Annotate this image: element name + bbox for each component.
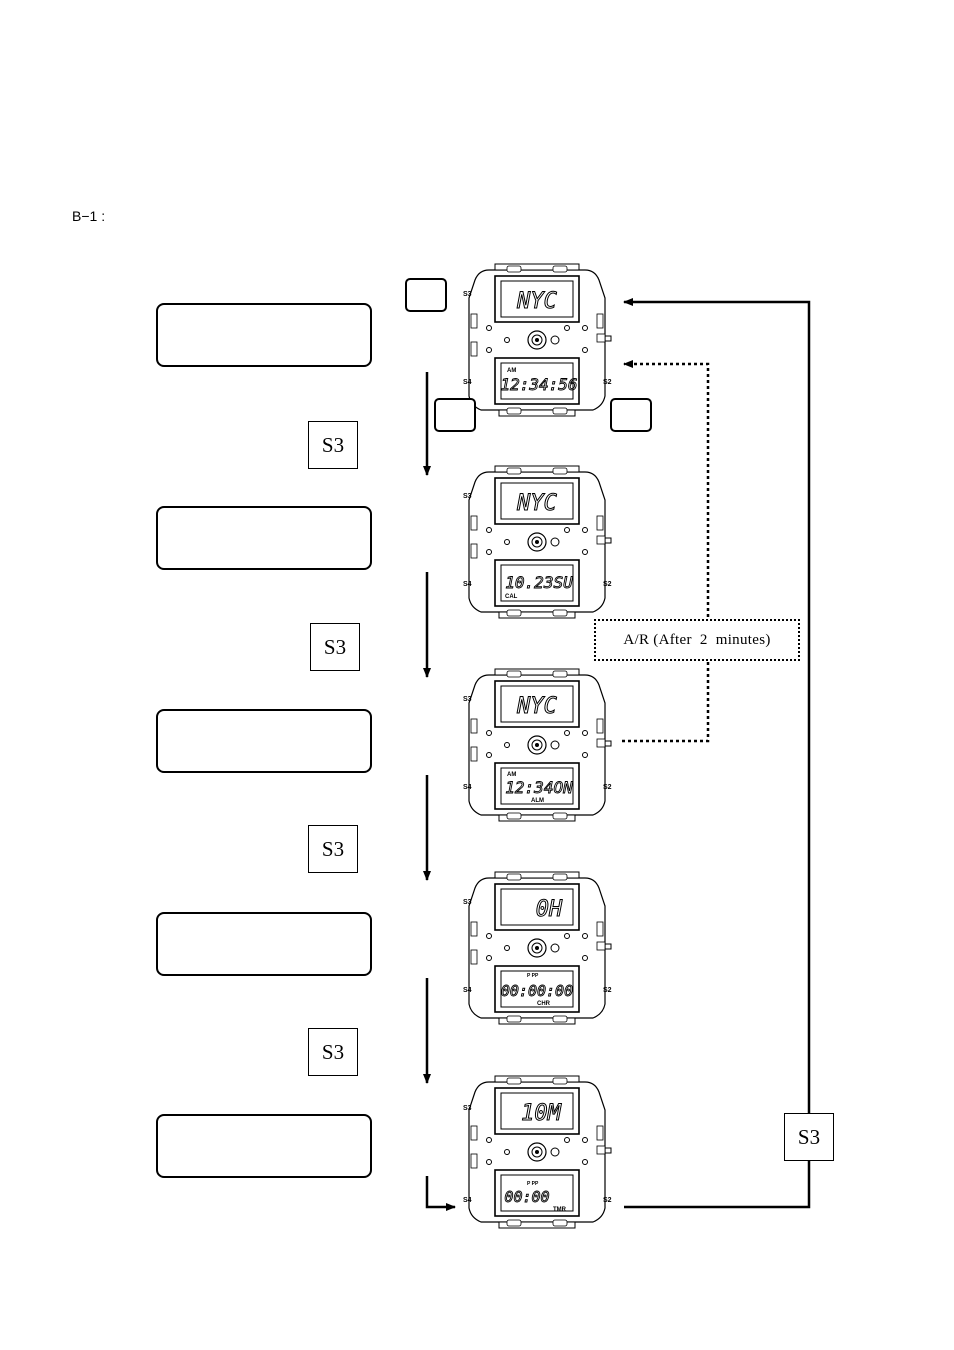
watch-4: 0H 00:00:00 P PP CHR S3 S4 S2 bbox=[463, 871, 612, 1025]
crown-label-s2: S2 bbox=[603, 581, 612, 588]
crown-label-s3: S3 bbox=[463, 493, 472, 500]
crown-label-s4: S4 bbox=[463, 784, 472, 791]
crown-label-s4: S4 bbox=[463, 1197, 472, 1204]
mode-box-timer bbox=[156, 1114, 372, 1178]
crown-label-s4: S4 bbox=[463, 581, 472, 588]
mode-box-calendar bbox=[156, 506, 372, 570]
watch-4-indicator-bottom: CHR bbox=[537, 1001, 551, 1007]
watch-5-bottom-display: 00:00 bbox=[504, 1188, 549, 1206]
watch-5: 10M 00:00 P PP TMR S3 S4 S2 bbox=[463, 1075, 612, 1229]
watch-4-indicator-top: P PP bbox=[527, 973, 539, 979]
mode-box-time bbox=[156, 303, 372, 367]
s3-key-1: S3 bbox=[308, 421, 358, 469]
s3-key-4: S3 bbox=[308, 1028, 358, 1076]
section-label: B−1 : bbox=[72, 208, 106, 224]
crown-label-s3: S3 bbox=[463, 899, 472, 906]
watch-3-indicator-top: AM bbox=[507, 772, 516, 778]
return-loop-arrow bbox=[623, 298, 811, 1209]
crown-label-s3: S3 bbox=[463, 1105, 472, 1112]
s3-key-2: S3 bbox=[310, 623, 360, 671]
crown-label-s2: S2 bbox=[603, 987, 612, 994]
watch-2-top-display: NYC bbox=[516, 491, 557, 516]
watch-5-indicator-top: P PP bbox=[527, 1181, 539, 1187]
flow-arrow-5 bbox=[425, 1176, 456, 1211]
watch-2-indicator-bottom: CAL bbox=[505, 594, 518, 600]
crown-label-s2: S2 bbox=[603, 1197, 612, 1204]
crown-label-s4: S4 bbox=[463, 987, 472, 994]
watch-3-top-display: NYC bbox=[516, 694, 557, 719]
key-box-empty-2 bbox=[434, 398, 476, 432]
crown-label-s3: S3 bbox=[463, 696, 472, 703]
key-box-empty-1 bbox=[405, 278, 447, 312]
watch-3-indicator-bottom: ALM bbox=[531, 798, 544, 804]
crown-label-s2: S2 bbox=[603, 784, 612, 791]
watch-4-top-display: 0H bbox=[536, 897, 563, 922]
watch-1-bottom-display: 12:34:56 bbox=[500, 375, 577, 394]
watch-1: NYC 12:34:56 AM S3 S4 S2 bbox=[463, 263, 612, 417]
watch-3: NYC 12:34ON AM ALM S3 S4 S2 bbox=[463, 668, 612, 822]
watch-4-bottom-display: 00:00:00 bbox=[501, 982, 573, 1000]
auto-return-arrow bbox=[622, 360, 710, 743]
mode-box-chronograph bbox=[156, 912, 372, 976]
mode-box-alarm bbox=[156, 709, 372, 773]
crown-label-s3: S3 bbox=[463, 291, 472, 298]
crown-label-s2: S2 bbox=[603, 379, 612, 386]
s3-key-return: S3 bbox=[784, 1113, 834, 1161]
crown-label-s4: S4 bbox=[463, 379, 472, 386]
watch-3-bottom-display: 12:34ON bbox=[505, 778, 573, 797]
key-box-empty-3 bbox=[610, 398, 652, 432]
watch-5-indicator-bottom: TMR bbox=[553, 1207, 567, 1213]
watch-1-indicator-top: AM bbox=[507, 368, 516, 374]
watch-2-bottom-display: 10.23SU bbox=[505, 573, 573, 592]
s3-key-3: S3 bbox=[308, 825, 358, 873]
auto-return-note: A/R (After 2 minutes) bbox=[594, 619, 800, 661]
watch-2: NYC 10.23SU CAL S3 S4 S2 bbox=[463, 465, 612, 619]
watch-5-top-display: 10M bbox=[521, 1101, 561, 1126]
watch-1-top-display: NYC bbox=[516, 289, 557, 314]
